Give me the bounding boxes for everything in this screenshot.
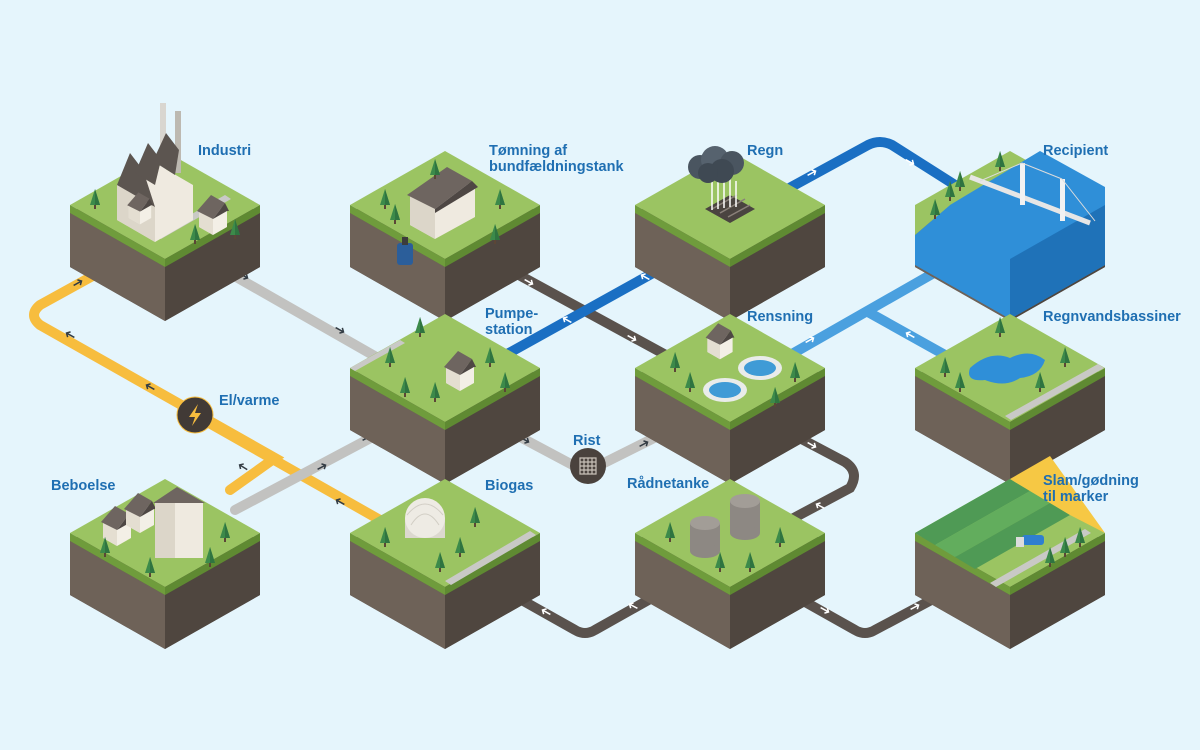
label-recipient: Recipient (1043, 143, 1109, 159)
label-industri: Industri (198, 143, 252, 159)
tile-slam (915, 456, 1105, 649)
digester-tanks-icon (690, 494, 760, 558)
rain-cloud-icon (688, 146, 744, 210)
label-slam-line2: til marker (1043, 489, 1109, 505)
label-regnvandsbassiner: Regnvandsbassiner (1043, 309, 1181, 325)
houses-icon (101, 487, 205, 558)
fields-with-tanker-truck-icon (1016, 535, 1044, 547)
label-regn: Regn (747, 143, 784, 159)
tile-beboelse (70, 479, 260, 649)
energy-pipe-industri-beboelse (29, 257, 285, 495)
label-pumpestation: Pumpe- station (485, 306, 538, 338)
tile-regnvandsbassiner (915, 314, 1105, 484)
tile-recipient (915, 151, 1105, 321)
lightning-icon (189, 404, 201, 426)
sludge-pipe-raadnetanke-biogas (490, 580, 680, 638)
label-el-varme: El/varme (219, 393, 280, 409)
elvarme-node (176, 396, 214, 434)
label-rensning: Rensning (747, 309, 814, 325)
label-tomning-line1: Tømning af (489, 143, 568, 159)
label-pumpestation-line1: Pumpe- (485, 306, 539, 322)
label-biogas: Biogas (485, 478, 534, 494)
tile-raadnetanke (635, 479, 825, 649)
label-pumpestation-line2: station (485, 322, 533, 338)
tile-rensning (635, 314, 825, 484)
rainwater-basin-icon (969, 353, 1045, 384)
tile-industri (70, 103, 260, 321)
label-slam: Slam/gødning til marker (1043, 473, 1139, 505)
label-raadnetanke: Rådnetanke (627, 476, 710, 492)
rain-pipe-regn-recipient (777, 137, 960, 197)
tile-biogas (350, 479, 540, 649)
sludge-pipe-rensning-raadnetanke (770, 420, 859, 525)
sludge-pipe-raadnetanke-slam (770, 580, 955, 638)
tile-tomning (350, 151, 540, 321)
label-slam-line1: Slam/gødning (1043, 473, 1139, 489)
grate-icon (579, 457, 597, 475)
tile-regn (635, 146, 825, 321)
house-with-tank-icon (397, 167, 478, 265)
label-rist: Rist (573, 433, 601, 449)
gas-dome-icon (405, 498, 445, 538)
rist-node (570, 448, 606, 484)
tile-pumpestation (350, 314, 540, 484)
label-beboelse: Beboelse (51, 478, 116, 494)
treatment-plant-icon (703, 356, 782, 402)
label-tomning-line2: bundfældningstank (489, 159, 624, 175)
label-tomning: Tømning af bundfældningstank (489, 143, 624, 175)
energy-pipe-biogas-elvarme (190, 410, 385, 525)
bridge-over-water-icon (969, 162, 1096, 226)
factory-icon (117, 103, 229, 242)
